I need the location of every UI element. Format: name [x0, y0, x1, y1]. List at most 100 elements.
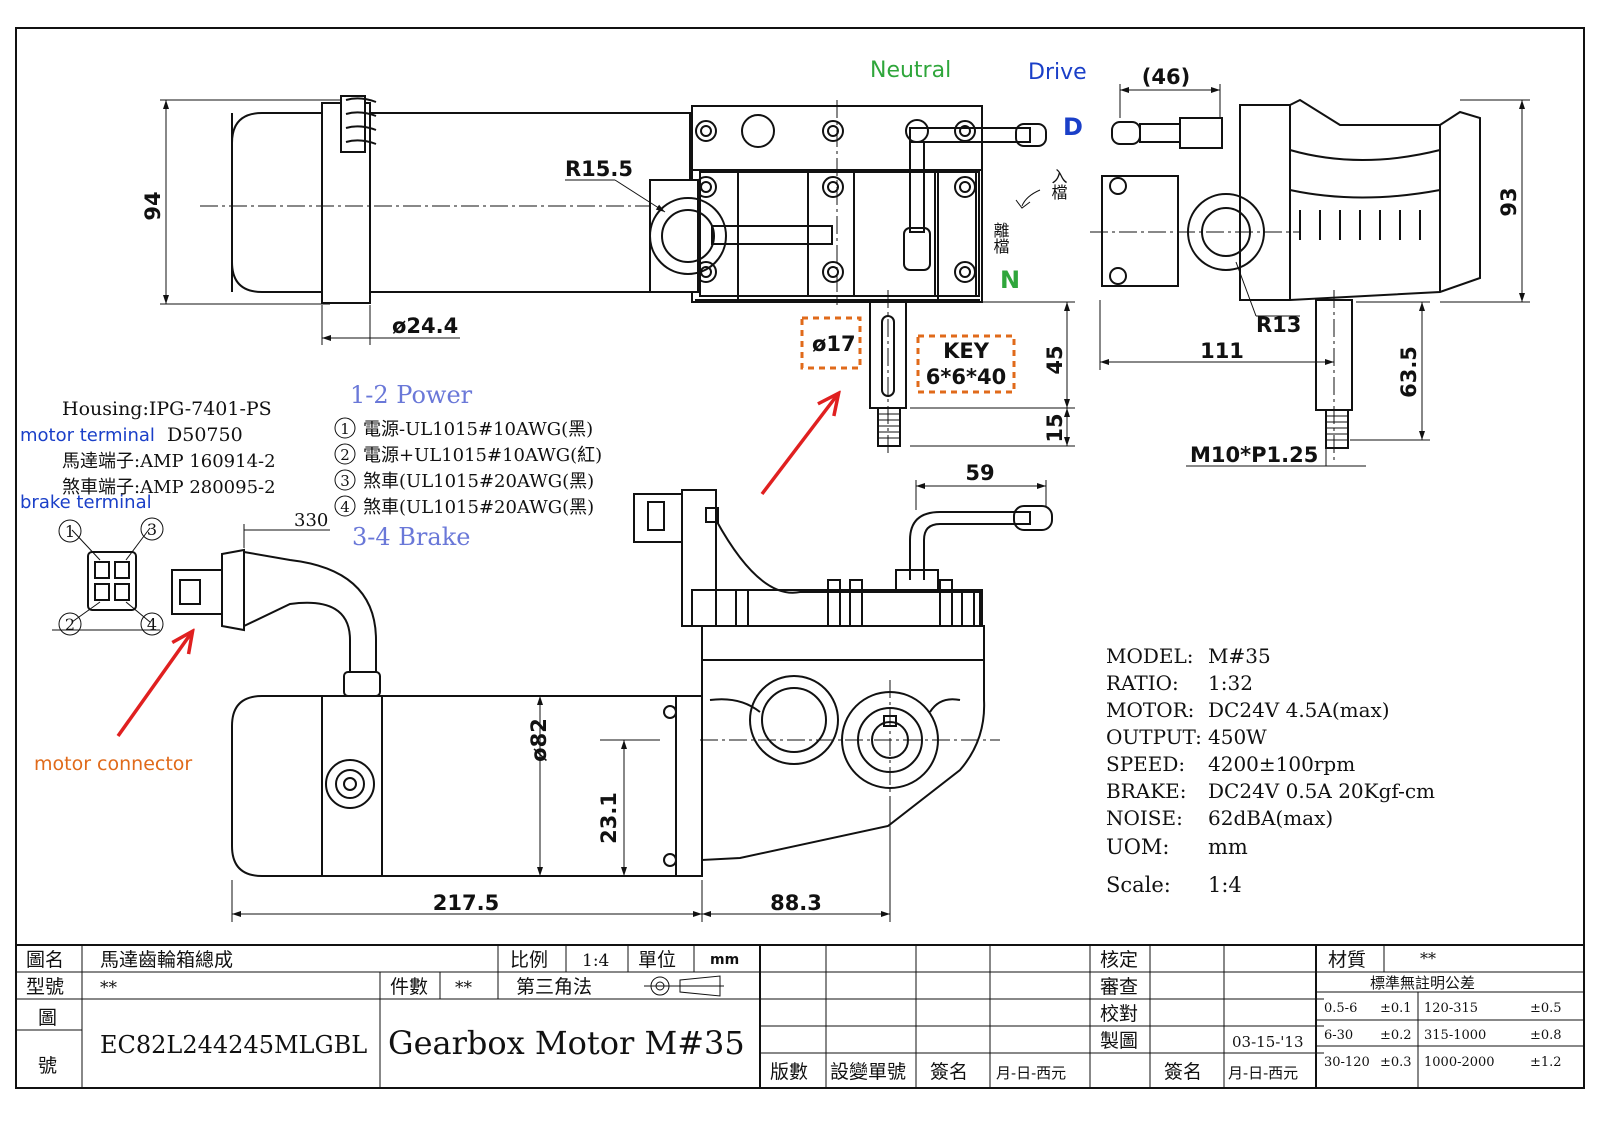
shift-arrow-icon [1015, 189, 1041, 209]
pin-label: 2 [65, 615, 75, 634]
n-label: N [1000, 266, 1020, 294]
tb-review: 審查 [1100, 976, 1138, 998]
dim-r13: R13 [1256, 313, 1301, 337]
tol-cell: ±0.2 [1380, 1028, 1412, 1043]
dim-88-3: 88.3 [770, 891, 822, 915]
tb-date: 03-15-'13 [1232, 1033, 1304, 1051]
power-title: 1-2 Power [350, 381, 473, 409]
tb-approve: 核定 [1100, 949, 1138, 971]
phi17-highlight-box [800, 316, 862, 370]
tb-model-label: 型號 [26, 976, 64, 998]
tb-sign-2: 簽名 [1164, 1061, 1202, 1083]
tol-cell: 315-1000 [1424, 1028, 1486, 1043]
tol-cell: ±0.5 [1530, 1001, 1562, 1016]
spec-value: 1:32 [1208, 671, 1253, 695]
spec-table: MODEL: M#35 RATIO: 1:32 MOTOR: DC24V 4.5… [1106, 644, 1435, 897]
key-size: 6*6*40 [926, 365, 1006, 389]
brake-terminal-zh: 煞車端子:AMP 280095-2 [62, 477, 276, 498]
dims-bottom: 59 ø82 23.1 217.5 88.3 [231, 461, 1047, 922]
tb-unit-label: 單位 [638, 949, 676, 971]
spec-value: DC24V 0.5A 20Kgf-cm [1208, 779, 1435, 803]
tb-draw: 製圖 [1100, 1030, 1138, 1052]
tb-name-value: 馬達齒輪箱總成 [100, 949, 233, 971]
d-label: D [1063, 113, 1083, 141]
wire-text: 電源+UL1015#10AWG(紅) [363, 445, 602, 466]
dim-phi17: ø17 [812, 332, 856, 356]
wire-num: 3 [340, 472, 350, 490]
dims-top-left: 94 ø24.4 R15.5 ø17 KEY 6*6*40 45 15 [141, 99, 1075, 447]
dim-45: 45 [1043, 345, 1067, 374]
sheet-border [15, 27, 1585, 1089]
tb-tolerance-title: 標準無註明公差 [1370, 974, 1475, 992]
spec-value: 4200±100rpm [1208, 752, 1355, 776]
motor-cable: 330 [171, 510, 381, 697]
wire-num: 4 [340, 498, 350, 516]
tb-date-label: 月-日-西元 [996, 1064, 1066, 1082]
tb-qty-value: ** [455, 978, 473, 998]
tb-dwg-label-1: 圖 [38, 1007, 57, 1029]
tb-material-label: 材質 [1328, 949, 1366, 971]
dim-59: 59 [965, 461, 994, 485]
spec-key: NOISE: [1106, 806, 1183, 830]
arrow-to-connector [116, 632, 192, 738]
key-highlight-box [916, 334, 1016, 394]
wire-text: 電源-UL1015#10AWG(黑) [363, 419, 593, 440]
spec-value: 62dBA(max) [1208, 806, 1333, 830]
tol-cell: 6-30 [1324, 1028, 1353, 1043]
spec-value: mm [1208, 835, 1248, 859]
dim-46: (46) [1142, 65, 1190, 89]
tol-cell: 0.5-6 [1324, 1001, 1357, 1016]
spec-key: SPEED: [1106, 752, 1185, 776]
tb-dwg-value: EC82L244245MLGBL [100, 1031, 367, 1059]
wire-num: 2 [340, 446, 350, 464]
dim-217-5: 217.5 [433, 891, 499, 915]
wire-text: 煞車(UL1015#20AWG(黑) [363, 471, 594, 492]
tb-revision: 版數 [770, 1061, 808, 1083]
spec-value: 450W [1208, 725, 1267, 749]
tol-cell: ±0.3 [1380, 1055, 1412, 1070]
tol-cell: ±0.8 [1530, 1028, 1562, 1043]
tb-sign: 簽名 [930, 1061, 968, 1083]
motor-terminal-label: motor terminal [20, 425, 155, 446]
wire-list: 1 電源-UL1015#10AWG(黑) 2 電源+UL1015#10AWG(紅… [334, 417, 602, 518]
drive-label: Drive [1028, 60, 1087, 85]
wire-text: 煞車(UL1015#20AWG(黑) [363, 497, 594, 518]
tb-date-label-2: 月-日-西元 [1228, 1064, 1298, 1082]
tb-scale-value: 1:4 [582, 951, 609, 971]
spec-key: RATIO: [1106, 671, 1179, 695]
tb-name-label: 圖名 [26, 949, 64, 971]
pin-label: 1 [65, 522, 75, 541]
dim-111: 111 [1200, 339, 1244, 363]
wire-num: 1 [340, 420, 350, 438]
tb-projection: 第三角法 [516, 976, 592, 998]
dim-23-1: 23.1 [597, 792, 621, 844]
brake-terminal-label: brake terminal [20, 492, 152, 513]
tb-change-no: 設變單號 [830, 1061, 906, 1083]
spec-key: BRAKE: [1106, 779, 1186, 803]
ru-dang-label: 入檔 [1049, 168, 1068, 200]
spec-key: MOTOR: [1106, 698, 1194, 722]
li-dang-label: 離檔 [991, 222, 1010, 254]
key-label: KEY [943, 339, 990, 363]
spec-value: DC24V 4.5A(max) [1208, 698, 1390, 722]
tb-unit-value: mm [710, 952, 739, 968]
dim-thread: M10*P1.25 [1190, 443, 1318, 467]
tol-cell: ±0.1 [1380, 1001, 1412, 1016]
tb-qty-label: 件數 [390, 976, 428, 998]
top-motor-view [200, 95, 1047, 455]
side-view [1090, 98, 1481, 460]
housing-text: Housing:IPG-7401-PS [62, 398, 272, 420]
tol-cell: 1000-2000 [1424, 1055, 1495, 1070]
projection-symbol-icon [644, 975, 724, 997]
spec-key: Scale: [1106, 873, 1171, 897]
dim-r15-5: R15.5 [565, 157, 633, 181]
motor-terminal-zh: 馬達端子:AMP 160914-2 [62, 451, 276, 472]
dim-15: 15 [1043, 413, 1067, 442]
tol-cell: 120-315 [1424, 1001, 1478, 1016]
title-block: 圖名 馬達齒輪箱總成 比例 1:4 單位 mm 型號 ** 件數 ** 第三角法… [16, 944, 1584, 1088]
dim-phi82: ø82 [527, 718, 551, 762]
arrow-to-shaft [760, 394, 838, 496]
spec-key: MODEL: [1106, 644, 1194, 668]
spec-key: OUTPUT: [1106, 725, 1202, 749]
